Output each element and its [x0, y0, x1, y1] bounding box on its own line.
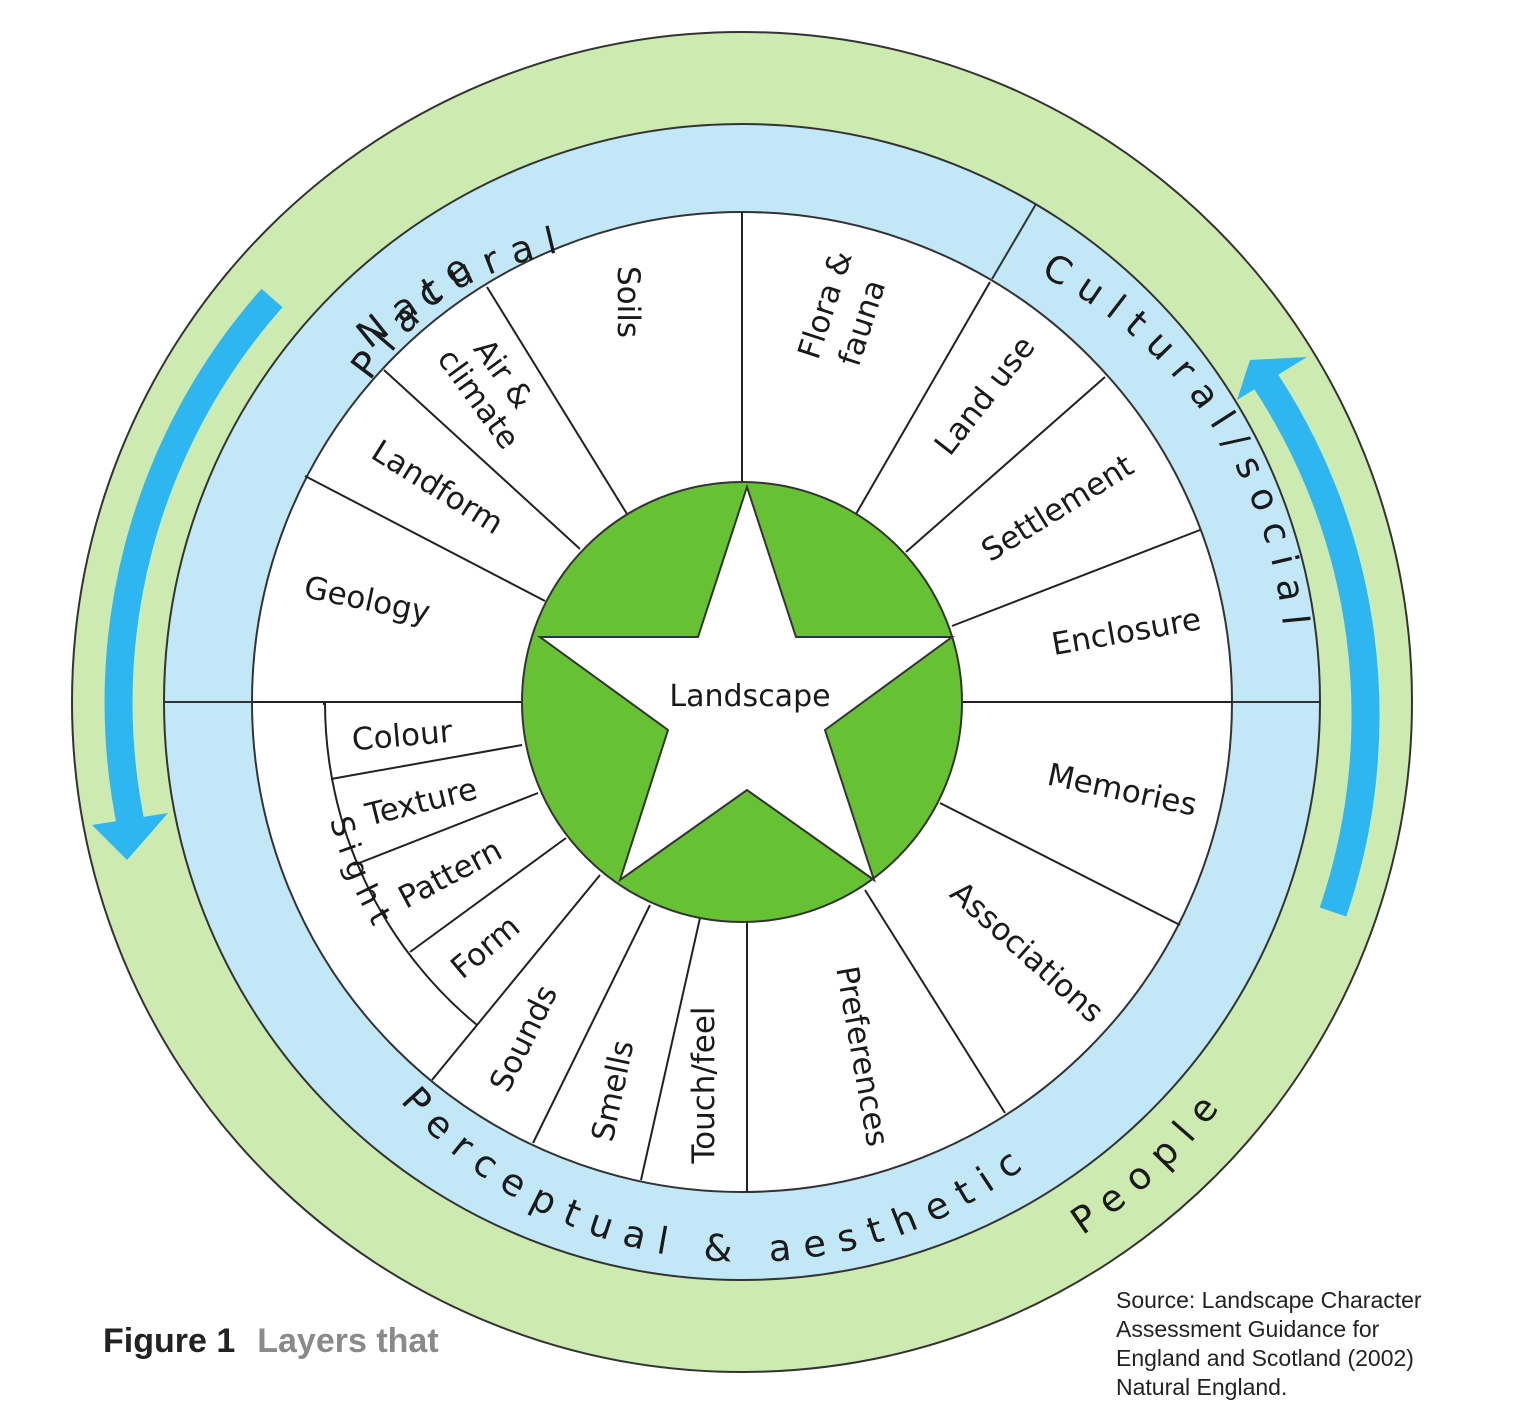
source-note: Source: Landscape Character Assessment G… — [1116, 1286, 1476, 1402]
source-line: Assessment Guidance for — [1116, 1316, 1380, 1342]
segment-touch-feel: Touch/feel — [686, 1006, 722, 1164]
landscape-star — [536, 483, 956, 883]
segment-colour: Colour — [350, 714, 454, 759]
figure-label: Figure 1 — [103, 1322, 236, 1360]
source-line: England and Scotland (2002) — [1116, 1345, 1414, 1371]
figure-title: Layers that — [257, 1322, 439, 1360]
figure-caption: Figure 1 Layers that — [103, 1322, 439, 1361]
ring-divider-upper-right — [991, 203, 1037, 280]
sight-arc-divider — [323, 701, 478, 1026]
flow-arrow-left — [92, 288, 283, 860]
source-line: Source: Landscape Character — [1116, 1287, 1422, 1313]
flow-arrow-right — [1237, 357, 1380, 917]
segment-soils: Soils — [610, 266, 646, 338]
source-line: Natural England. — [1116, 1374, 1288, 1400]
segment-dividers — [253, 212, 1232, 1192]
landscape-label: Landscape — [669, 679, 830, 714]
